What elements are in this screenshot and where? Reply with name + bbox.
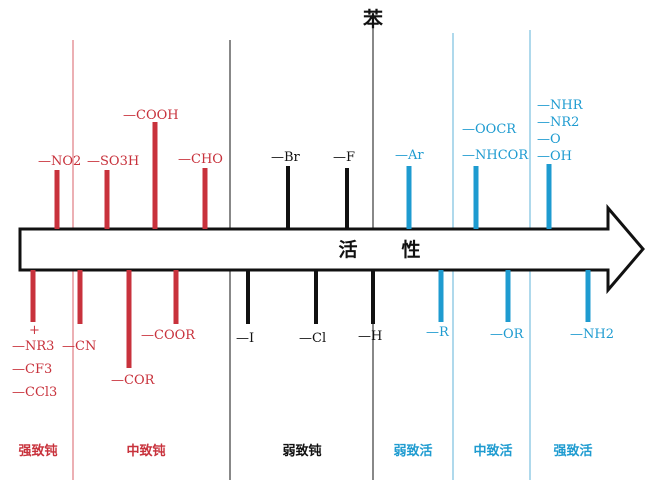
label-br: —Br: [271, 150, 301, 165]
label-so3h: —SO3H: [87, 154, 139, 169]
label-cor: —COR: [111, 373, 156, 388]
label-i: —I: [236, 331, 254, 346]
label-f: —F: [333, 150, 355, 165]
cat-weak-deact: 弱致钝: [282, 443, 321, 459]
label-ccl3: —CCl3: [12, 385, 57, 400]
label-coor: —COOR: [141, 328, 196, 343]
label-or: —OR: [490, 327, 525, 342]
label-h: —H: [358, 329, 382, 344]
label-nhcor: —NHCOR: [462, 148, 529, 163]
label-cn: —CN: [62, 339, 96, 354]
label-cl: —Cl: [299, 331, 326, 346]
upper-bars: [54, 122, 552, 229]
upper-labels: —NO2 —SO3H —COOH —CHO —Br —F —Ar —OOCR —…: [38, 98, 584, 169]
arrow-label-1: 活: [338, 238, 357, 261]
activity-arrow: [18, 203, 645, 295]
cat-mid-deact: 中致钝: [126, 443, 165, 459]
label-nh2: —NH2: [570, 327, 614, 342]
lower-bars: [30, 270, 591, 368]
label-cho: —CHO: [178, 152, 223, 167]
cat-strong-act: 强致活: [553, 443, 592, 459]
title-benzene: 苯: [362, 7, 383, 31]
label-nr3: —NR3: [12, 339, 54, 354]
category-labels: 强致钝 中致钝 弱致钝 弱致活 中致活 强致活: [18, 443, 592, 459]
cat-weak-act: 弱致活: [393, 443, 432, 459]
cat-mid-act: 中致活: [473, 443, 512, 459]
label-cf3: —CF3: [12, 362, 52, 377]
label-cooh: —COOH: [123, 108, 179, 123]
cat-strong-deact: 强致钝: [18, 443, 57, 459]
label-nr2: —NR2: [537, 115, 579, 130]
label-no2: —NO2: [38, 154, 81, 169]
label-o-minus: —O: [537, 132, 561, 147]
label-no2-text: —NO2: [38, 154, 81, 169]
lower-labels: + —NR3 —CF3 —CCl3 —CN —COR —COOR —I —Cl …: [12, 323, 614, 400]
label-oh: —OH: [537, 149, 572, 164]
arrow-label-2: 性: [401, 238, 420, 261]
label-r: —R: [426, 325, 450, 340]
label-nhr: —NHR: [537, 98, 584, 113]
label-ar: —Ar: [395, 148, 424, 163]
label-oocr: —OOCR: [462, 122, 517, 137]
label-plus: +: [29, 323, 40, 338]
